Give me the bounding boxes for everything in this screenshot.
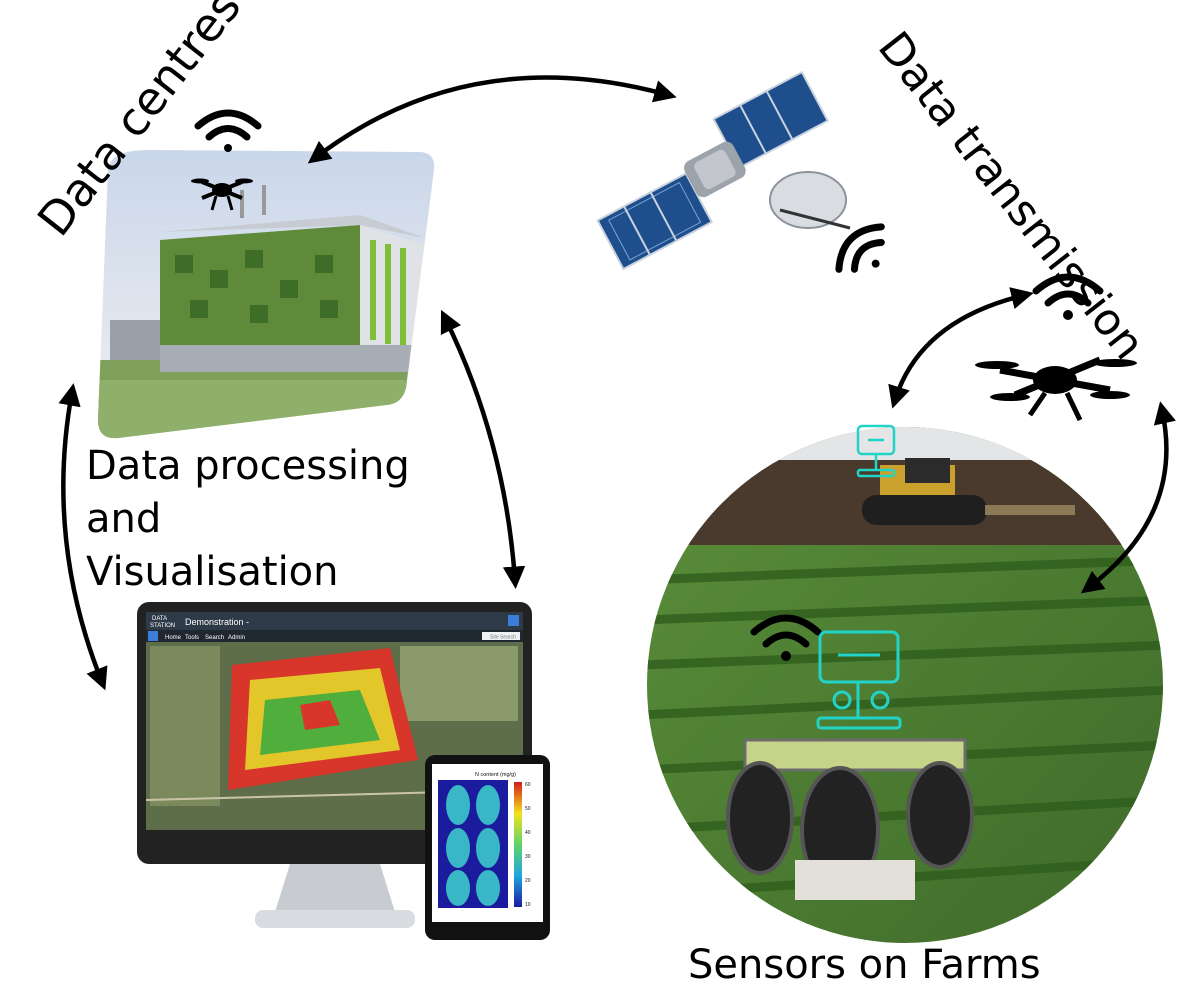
colorbar-tick: 10 <box>525 902 531 908</box>
sensor-icon-tractor <box>856 424 896 478</box>
nav-admin[interactable]: Admin <box>228 635 245 641</box>
arrow-datacentre-monitor <box>440 309 526 589</box>
satellite-icon <box>596 70 851 271</box>
label-data-processing: Data processing and Visualisation <box>86 443 410 595</box>
monitor: DATA STATION Demonstration - Home Tools … <box>137 602 532 928</box>
nav-home[interactable]: Home <box>165 635 182 641</box>
logo-station: STATION <box>150 623 175 629</box>
data-centre-image <box>98 150 435 439</box>
colorbar-tick: 60 <box>525 782 531 788</box>
label-sensors-on-farms: Sensors on Farms <box>688 942 1041 988</box>
arrow-datacentre-visualisation <box>58 383 108 691</box>
site-search-placeholder: Site Search <box>490 635 516 641</box>
tablet: N content (mg/g) 60 50 40 30 20 10 <box>425 755 550 940</box>
wifi-icon-satellite <box>835 223 885 273</box>
user-avatar[interactable] <box>508 615 519 626</box>
colorbar-tick: 50 <box>525 806 531 812</box>
logo-data: DATA <box>152 616 167 622</box>
wifi-icon-data-centre <box>194 109 262 152</box>
site-search-input[interactable] <box>482 632 520 640</box>
wifi-icon-drone <box>1032 273 1104 320</box>
nav-tools[interactable]: Tools <box>185 635 199 641</box>
arrow-drone-farm-left <box>888 287 1034 409</box>
colorbar-tick: 40 <box>525 830 531 836</box>
arrow-drone-farm-right <box>1080 401 1176 594</box>
colorbar-tick: 20 <box>525 878 531 884</box>
arrow-datacentre-satellite <box>307 75 677 164</box>
nav-search[interactable]: Search <box>205 635 224 641</box>
wifi-icon-farm <box>750 614 822 661</box>
colorbar-title: N content (mg/g) <box>475 772 516 778</box>
farm-robot <box>726 738 974 900</box>
sensor-icon-robot <box>816 630 902 730</box>
colorbar-tick: 30 <box>525 854 531 860</box>
tractor <box>862 458 1075 525</box>
colorbar <box>514 782 522 907</box>
home-icon[interactable] <box>148 631 158 641</box>
farm-image <box>647 427 1163 943</box>
drone-icon-small <box>191 178 253 211</box>
project-name: Demonstration - <box>185 617 249 627</box>
